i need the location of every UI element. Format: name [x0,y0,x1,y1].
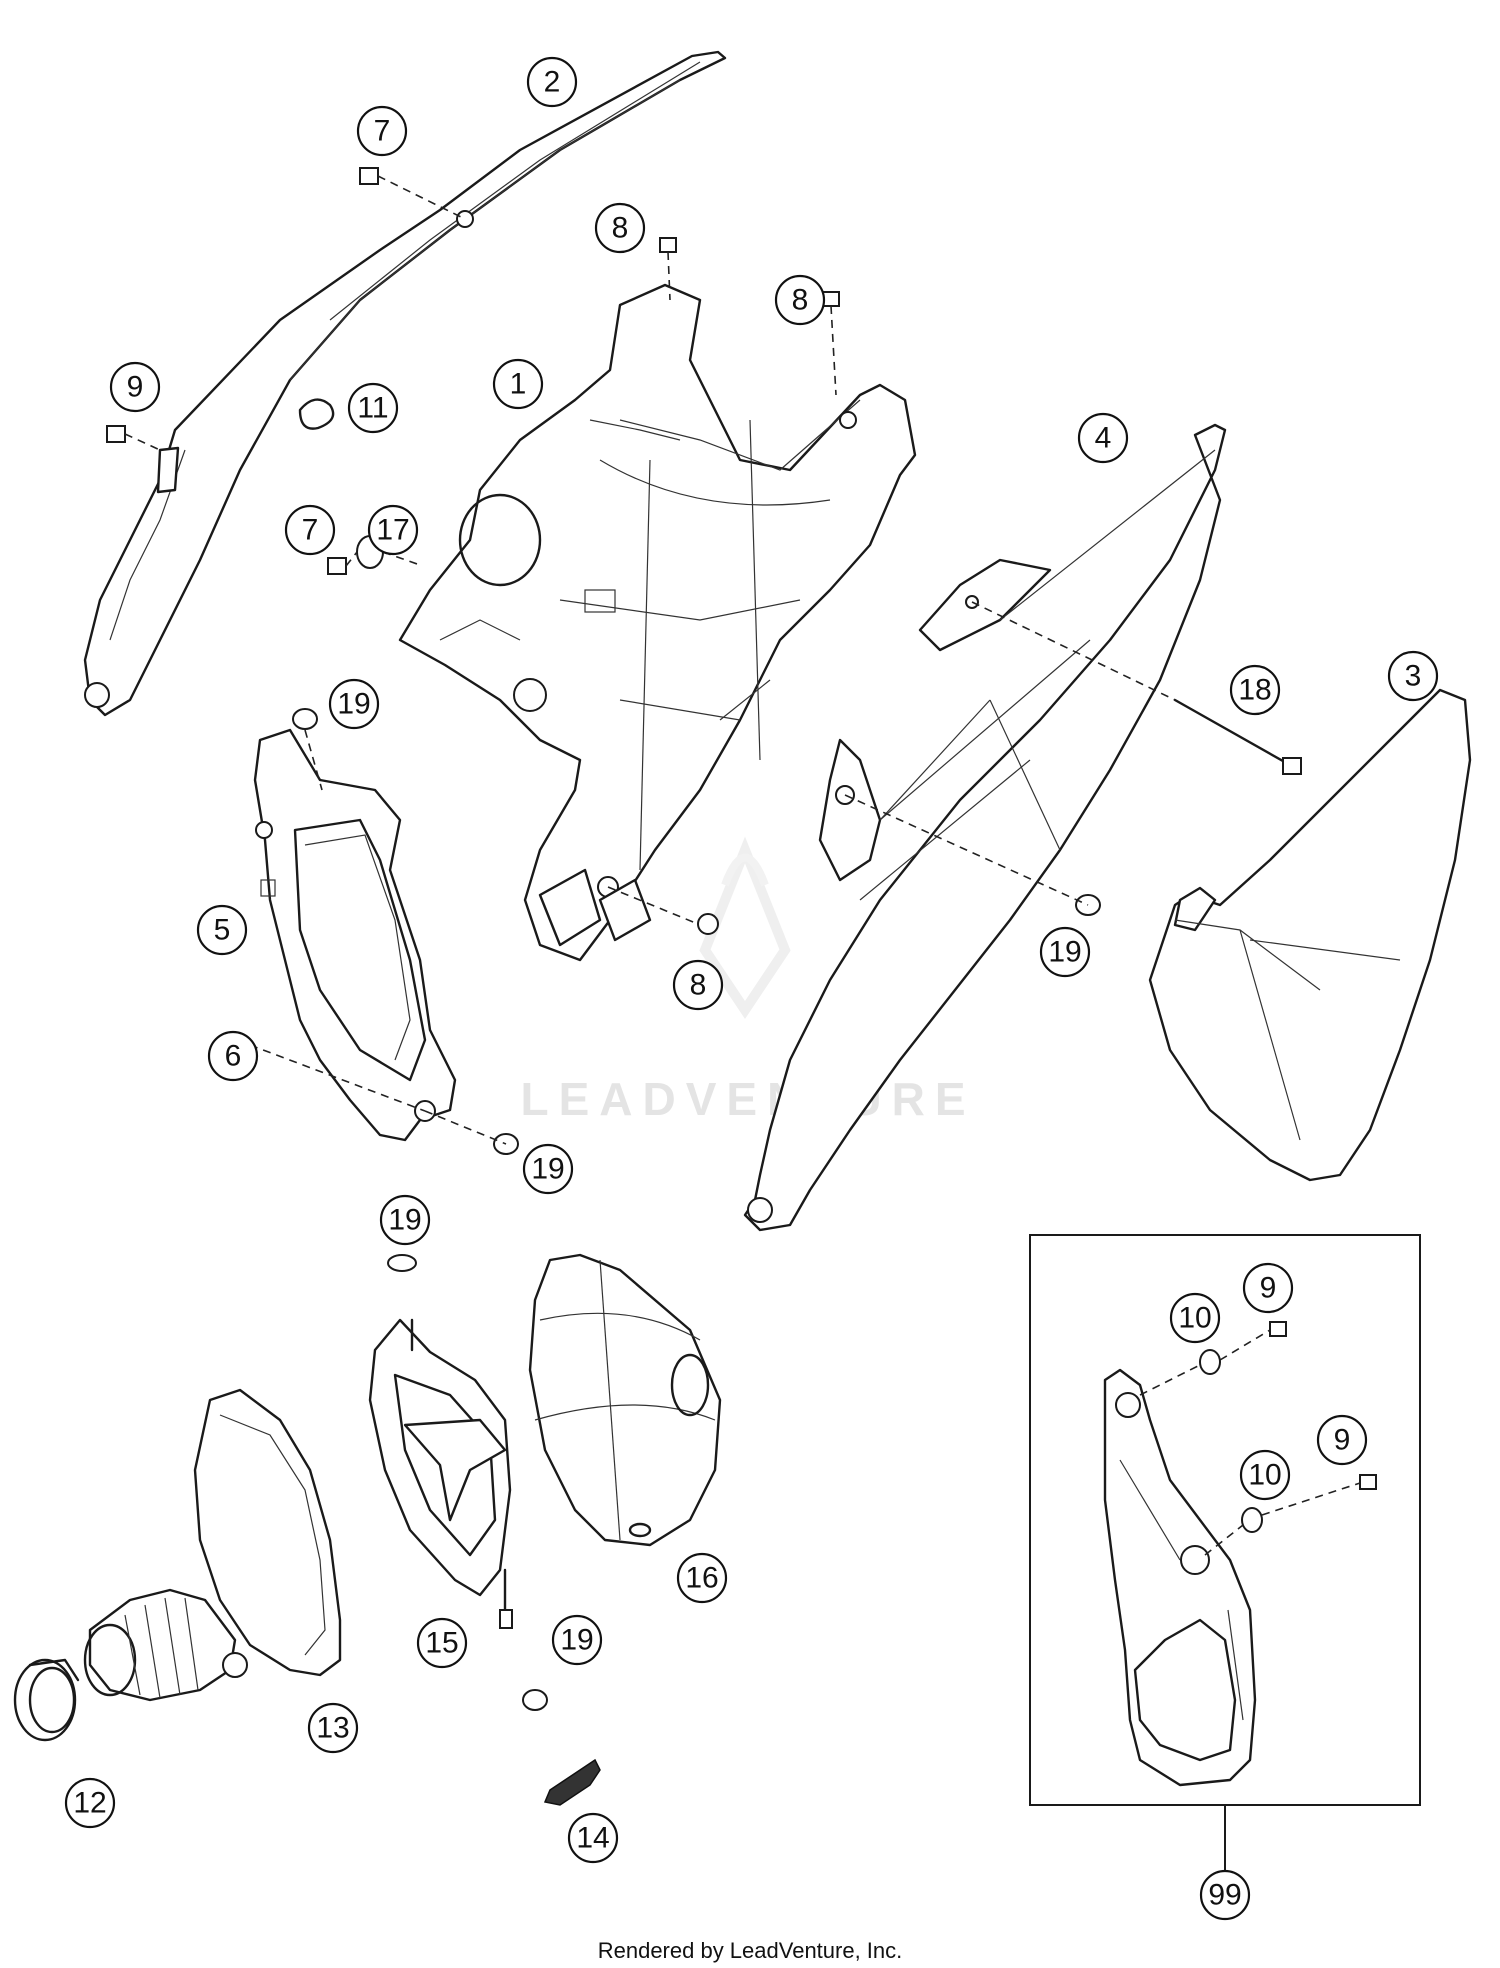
callout-label: 19 [1048,936,1081,969]
part-3-side-panel [1148,688,1472,1182]
callout-19b: 19 [1039,926,1091,978]
callout-4: 4 [1077,412,1129,464]
callout-6: 6 [207,1030,259,1082]
callout-10a: 10 [1169,1292,1221,1344]
part-2-side-rail [83,50,727,717]
callout-label: 6 [225,1040,242,1073]
callout-1: 1 [492,358,544,410]
callout-12: 12 [64,1777,116,1829]
callout-label: 8 [792,284,809,317]
callout-label: 4 [1095,422,1112,455]
part-16-air-filter [528,1253,722,1547]
callout-7a: 7 [356,105,408,157]
callout-7b: 7 [284,504,336,556]
callout-label: 3 [1405,660,1422,693]
watermark-brand: LEADVENTURE [520,1073,975,1125]
callout-label: 19 [337,688,370,721]
kit-99-bracket [1103,1368,1257,1787]
callout-9b: 9 [1242,1262,1294,1314]
callout-label: 1 [510,368,527,401]
callout-label: 2 [544,66,561,99]
callout-label: 18 [1238,674,1271,707]
callout-label: 19 [388,1204,421,1237]
callout-18: 18 [1229,664,1281,716]
callout-9c: 9 [1316,1414,1368,1466]
part-1-airbox [398,283,917,962]
callout-19e: 19 [551,1614,603,1666]
callout-label: 10 [1178,1302,1211,1335]
callout-label: 9 [1260,1272,1277,1305]
callout-15: 15 [416,1617,468,1669]
callout-8a: 8 [594,202,646,254]
callout-label: 12 [73,1787,106,1820]
callout-label: 9 [127,371,144,404]
callout-label: 8 [690,969,707,1002]
callout-9a: 9 [109,361,161,413]
callout-2: 2 [526,56,578,108]
part-11-link [298,398,335,430]
callout-label: 11 [357,392,388,425]
callout-label: 5 [214,914,231,947]
callout-5: 5 [196,904,248,956]
watermark: LEADVENTURE [520,836,975,1125]
footer-credit: Rendered by LeadVenture, Inc. [597,1938,903,1963]
callout-label: 8 [612,212,629,245]
callout-14: 14 [567,1812,619,1864]
callout-label: 13 [316,1712,349,1745]
callout-8c: 8 [672,959,724,1011]
part-13-airbox-housing [83,1388,342,1702]
callout-label: 19 [560,1624,593,1657]
callout-label: 7 [302,514,319,547]
callout-label: 99 [1208,1879,1241,1912]
leader-lines [124,175,1176,1145]
callout-11: 11 [347,382,399,434]
callout-label: 17 [376,514,409,547]
callout-13: 13 [307,1702,359,1754]
callout-17: 17 [367,504,419,556]
kit-99-box [1029,1234,1421,1870]
part-12-clamp [13,1658,80,1742]
callout-16: 16 [676,1552,728,1604]
callout-3: 3 [1387,650,1439,702]
callout-label: 9 [1334,1424,1351,1457]
part-14-clip [543,1758,601,1806]
part-4-side-cover [743,423,1227,1232]
callout-99: 99 [1199,1869,1251,1921]
part-15-filter-frame [368,1318,513,1629]
callout-label: 15 [425,1627,458,1660]
callout-label: 10 [1248,1459,1281,1492]
callout-label: 7 [374,115,391,148]
callout-label: 19 [531,1153,564,1186]
part-5-filter-cage [253,728,457,1142]
callout-label: 14 [576,1822,609,1855]
callout-8b: 8 [774,274,826,326]
callout-10b: 10 [1239,1449,1291,1501]
callout-19d: 19 [379,1194,431,1246]
watermark-logo [699,836,791,1020]
callout-19c: 19 [522,1143,574,1195]
callout-19a: 19 [328,678,380,730]
callout-label: 16 [685,1562,718,1595]
